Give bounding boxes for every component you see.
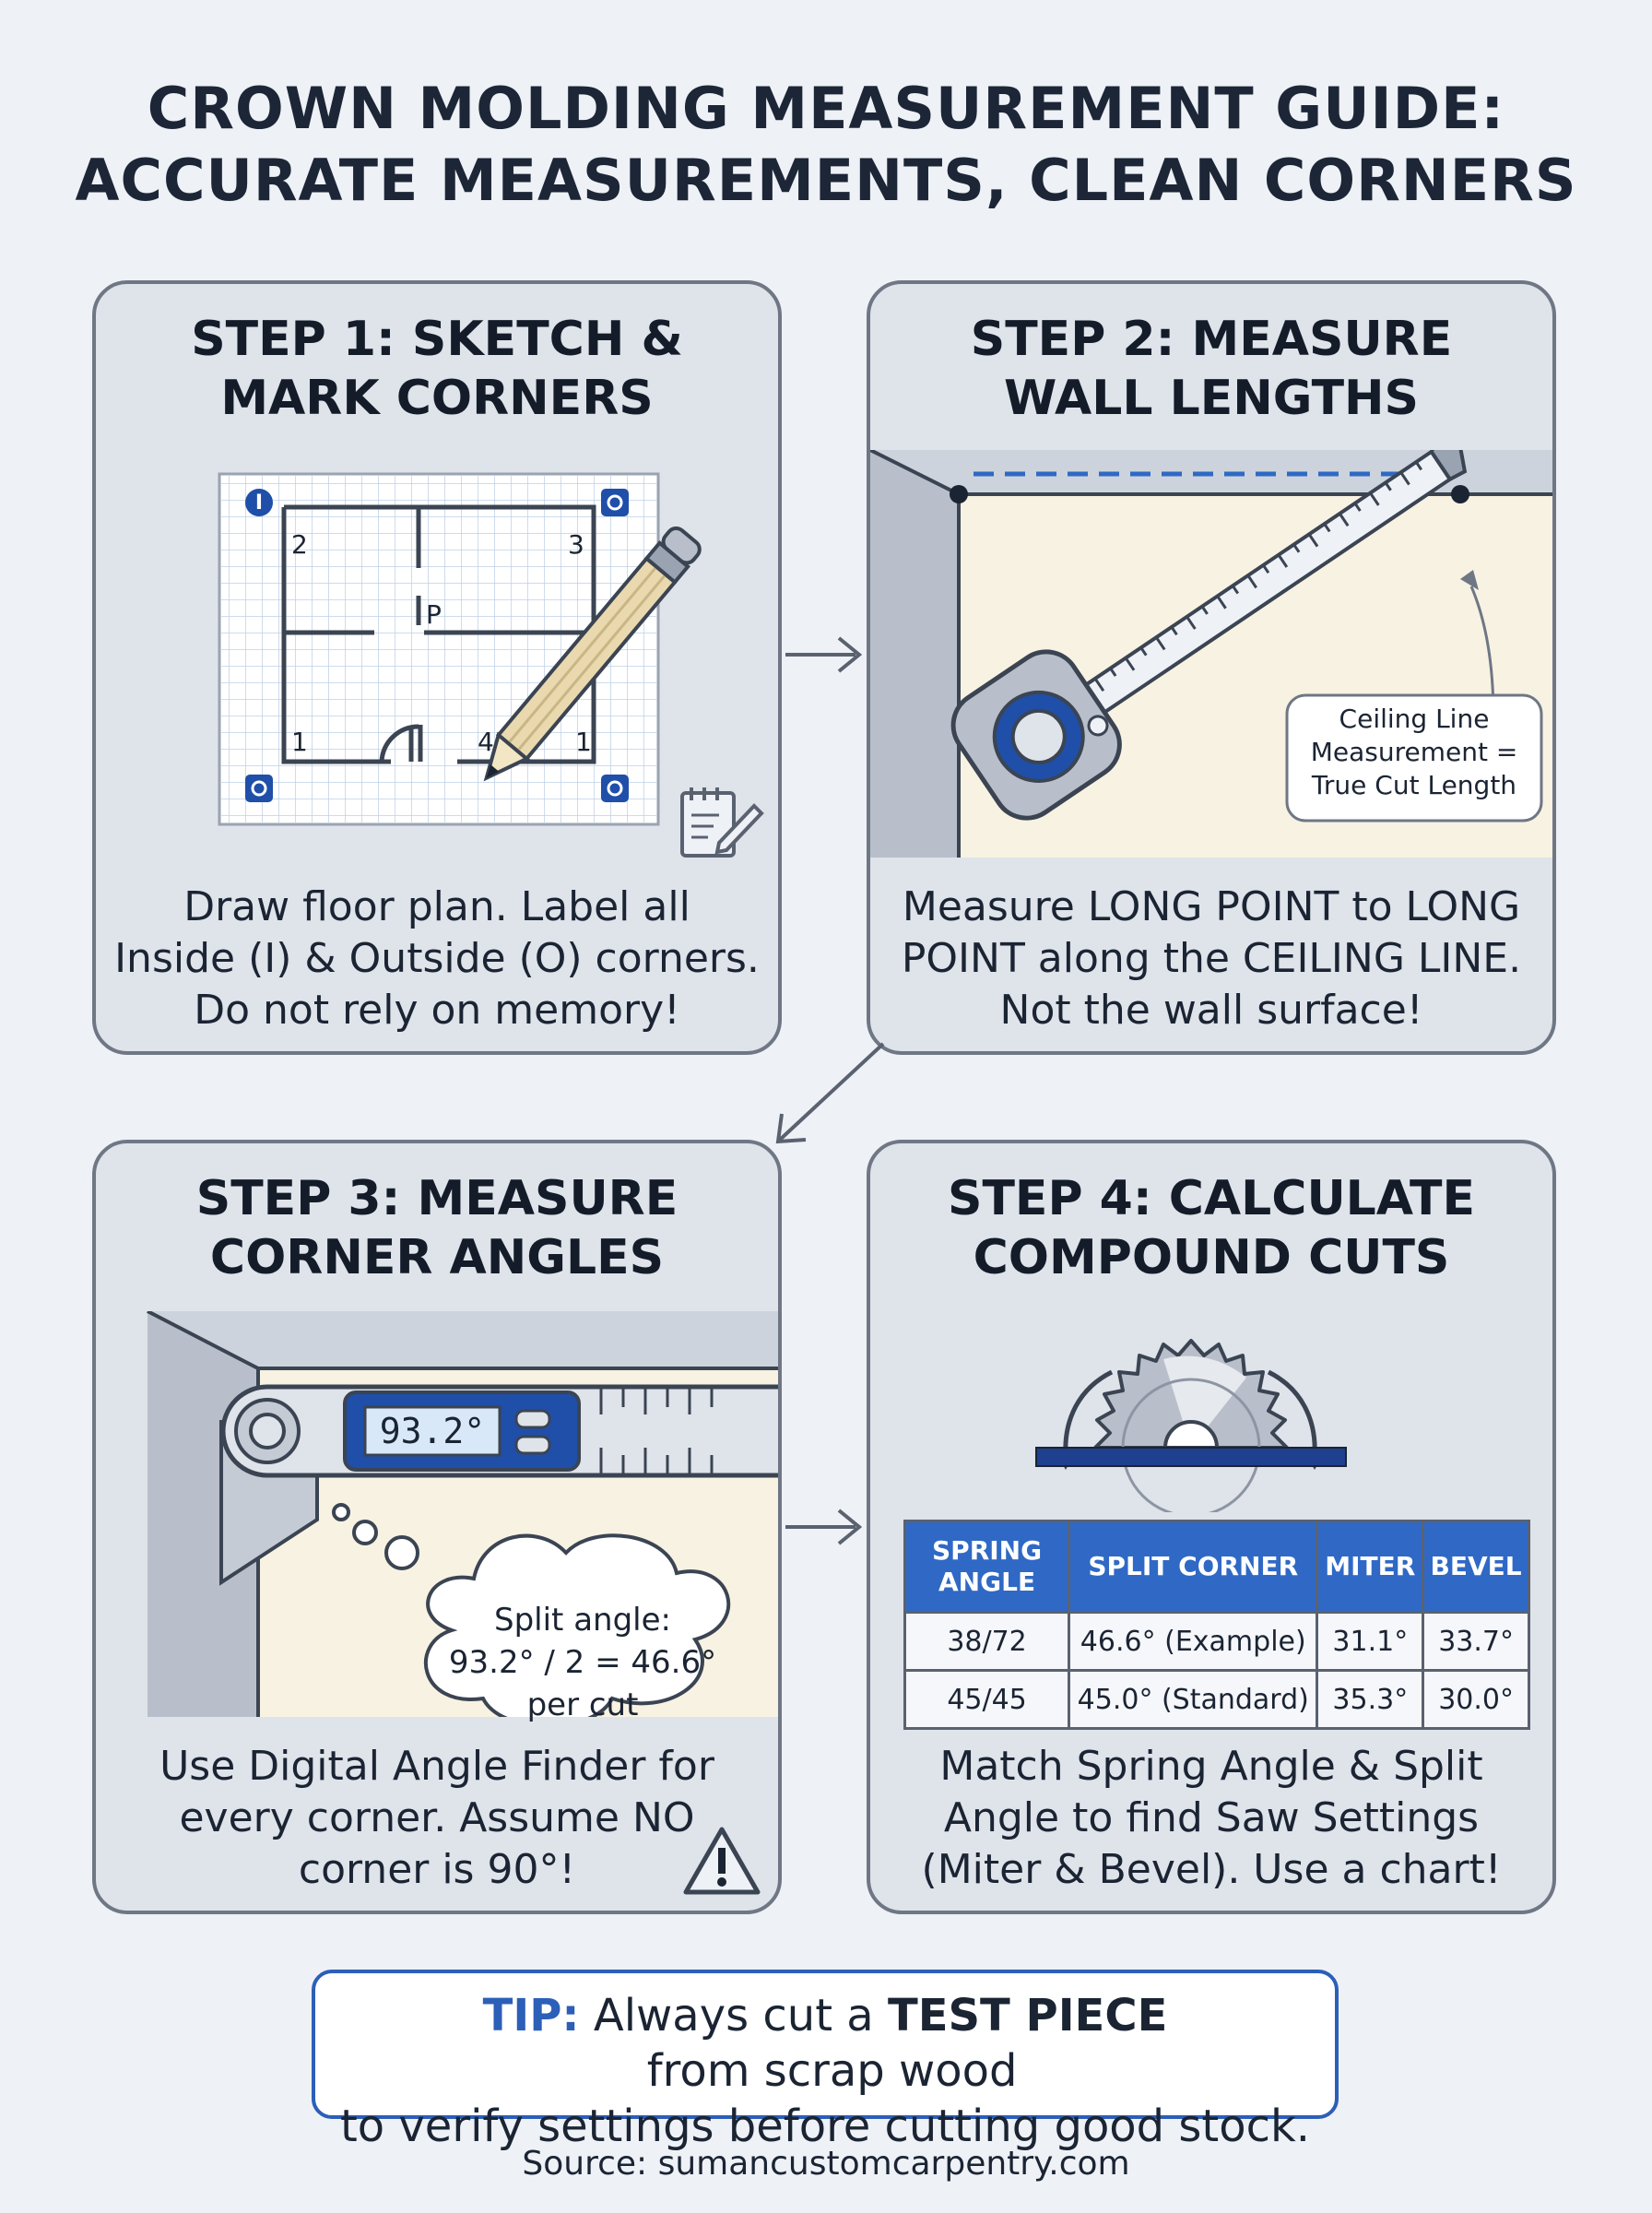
step-3-title: STEP 3: MEASURE CORNER ANGLES — [96, 1169, 778, 1287]
cell-spring: 45/45 — [903, 1669, 1071, 1730]
step-1-caption: Draw floor plan. Label all Inside (I) & … — [114, 882, 760, 1036]
thought-line-3: per cut — [526, 1686, 639, 1723]
arrow-step3-to-step4 — [785, 1509, 863, 1545]
step-4-title-line-1: STEP 4: CALCULATE — [948, 1171, 1475, 1226]
cell-spring: 38/72 — [903, 1611, 1071, 1672]
step-1-caption-line-1: Draw floor plan. Label all — [183, 883, 690, 930]
cell-miter: 31.1° — [1316, 1611, 1425, 1672]
step-4-panel: STEP 4: CALCULATE COMPOUND CUTS SPRING A… — [867, 1140, 1556, 1914]
corner-badge-outside-3 — [601, 775, 629, 802]
saw-blade-icon — [1035, 1339, 1347, 1512]
step-3-title-line-2: CORNER ANGLES — [209, 1230, 665, 1285]
corner-badge-inside — [245, 489, 273, 516]
callout-line-2: Measurement = — [1310, 737, 1518, 767]
step-4-title: STEP 4: CALCULATE COMPOUND CUTS — [870, 1169, 1552, 1287]
step-4-caption: Match Spring Angle & Split Angle to find… — [889, 1741, 1534, 1896]
angle-reading: 93.2° — [380, 1411, 485, 1451]
callout-line-1: Ceiling Line — [1339, 704, 1490, 734]
table-header-row: SPRING ANGLE SPLIT CORNER MITER BEVEL — [903, 1520, 1530, 1614]
thought-bubble-text: Split angle: 93.2° / 2 = 46.6° per cut — [426, 1599, 739, 1726]
saw-settings-table: SPRING ANGLE SPLIT CORNER MITER BEVEL 38… — [903, 1520, 1530, 1730]
tape-measure-icon — [950, 450, 1468, 821]
corner-badges: I — [245, 489, 629, 802]
corner-badge-outside-2 — [245, 775, 273, 802]
step-2-title: STEP 2: MEASURE WALL LENGTHS — [870, 310, 1552, 428]
thought-line-2: 93.2° / 2 = 46.6° — [448, 1644, 717, 1681]
header-spring-angle: SPRING ANGLE — [903, 1520, 1071, 1614]
step-2-title-line-1: STEP 2: MEASURE — [970, 312, 1453, 367]
step-2-panel: STEP 2: MEASURE WALL LENGTHS — [867, 280, 1556, 1055]
step-2-caption-line-2: POINT along the CEILING LINE. — [901, 935, 1522, 982]
source-credit: Source: sumancustomcarpentry.com — [522, 2145, 1130, 2183]
step-1-caption-line-3: Do not rely on memory! — [194, 987, 680, 1034]
step-3-caption-line-2: every corner. Assume NO — [179, 1794, 695, 1841]
header-miter: MITER — [1316, 1520, 1425, 1614]
tip-line-2: to verify settings before cutting good s… — [339, 2101, 1311, 2152]
left-wall — [870, 450, 959, 858]
step-2-title-line-2: WALL LENGTHS — [1003, 371, 1420, 426]
callout-line-3: True Cut Length — [1311, 770, 1517, 800]
step-4-caption-line-3: (Miter & Bevel). Use a chart! — [921, 1846, 1502, 1893]
page-title-line-1: CROWN MOLDING MEASUREMENT GUIDE: — [147, 75, 1505, 142]
corner-badge-inside-label: I — [255, 491, 263, 515]
plan-label-4: 4 — [478, 727, 494, 757]
step-3-title-line-1: STEP 3: MEASURE — [195, 1171, 678, 1226]
step-1-caption-line-2: Inside (I) & Outside (O) corners. — [114, 935, 760, 982]
notepad-icon — [680, 787, 764, 858]
plan-label-3: 3 — [568, 529, 584, 560]
step-2-caption: Measure LONG POINT to LONG POINT along t… — [889, 882, 1534, 1036]
step-2-caption-line-1: Measure LONG POINT to LONG — [902, 883, 1521, 930]
thought-bubble — [332, 1503, 731, 1717]
step-4-caption-line-2: Angle to find Saw Settings — [943, 1794, 1480, 1841]
ceiling-callout-text: Ceiling Line Measurement = True Cut Leng… — [1287, 703, 1541, 802]
pencil-icon — [483, 526, 702, 782]
corner-badge-outside-1 — [601, 489, 629, 516]
cell-split: 45.0° (Standard) — [1068, 1669, 1319, 1730]
ceiling-measure-illustration — [870, 450, 1552, 858]
plan-label-p: P — [426, 599, 442, 630]
angle-finder-icon: 93.2° — [220, 1384, 778, 1478]
long-point-left — [950, 485, 968, 503]
header-split-corner: SPLIT CORNER — [1068, 1520, 1319, 1614]
step-2-caption-line-3: Not the wall surface! — [999, 987, 1423, 1034]
table-row: 45/45 45.0° (Standard) 35.3° 30.0° — [903, 1669, 1530, 1730]
cell-bevel: 33.7° — [1422, 1611, 1530, 1672]
step-3-caption-line-3: corner is 90°! — [298, 1846, 576, 1893]
step-1-title: STEP 1: SKETCH & MARK CORNERS — [96, 310, 778, 428]
step-1-title-line-2: MARK CORNERS — [220, 371, 654, 426]
ceiling-callout-box — [1285, 693, 1543, 822]
cell-split: 46.6° (Example) — [1068, 1611, 1319, 1672]
step-1-panel: STEP 1: SKETCH & MARK CORNERS I — [92, 280, 782, 1055]
step-1-title-line-1: STEP 1: SKETCH & — [191, 312, 683, 367]
step-3-caption: Use Digital Angle Finder for every corne… — [114, 1741, 760, 1896]
cell-miter: 35.3° — [1316, 1669, 1425, 1730]
thought-line-1: Split angle: — [494, 1602, 671, 1639]
tip-text-before: Always cut a — [579, 1990, 888, 2041]
header-bevel: BEVEL — [1422, 1520, 1530, 1614]
step-3-panel: STEP 3: MEASURE CORNER ANGLES 93.2° — [92, 1140, 782, 1914]
table-row: 38/72 46.6° (Example) 31.1° 33.7° — [903, 1611, 1530, 1672]
tip-line-1: TIP: Always cut a TEST PIECE from scrap … — [315, 1988, 1335, 2099]
tip-text-after: from scrap wood — [632, 2045, 1018, 2097]
tip-label: TIP: — [482, 1990, 580, 2041]
tip-emphasis: TEST PIECE — [887, 1990, 1168, 2041]
tip-box: TIP: Always cut a TEST PIECE from scrap … — [312, 1970, 1339, 2152]
page-title-line-2: ACCURATE MEASUREMENTS, CLEAN CORNERS — [75, 147, 1577, 214]
plan-label-1b: 1 — [575, 727, 592, 757]
plan-label-2: 2 — [291, 529, 308, 560]
cell-bevel: 30.0° — [1422, 1669, 1530, 1730]
plan-label-1a: 1 — [291, 727, 308, 757]
floor-plan-illustration: I 2 3 1 4 1 P — [218, 472, 764, 858]
step-4-title-line-2: COMPOUND CUTS — [973, 1230, 1450, 1285]
warning-icon — [683, 1827, 761, 1895]
angle-finder-illustration: 93.2° — [147, 1311, 778, 1717]
long-point-right — [1451, 485, 1469, 503]
step-3-caption-line-1: Use Digital Angle Finder for — [159, 1743, 714, 1790]
arrow-step2-to-step3 — [775, 1042, 885, 1144]
step-4-caption-line-1: Match Spring Angle & Split — [939, 1743, 1483, 1790]
arrow-step1-to-step2 — [785, 636, 863, 673]
ceiling-band — [148, 1311, 778, 1368]
angle-display — [363, 1405, 502, 1457]
